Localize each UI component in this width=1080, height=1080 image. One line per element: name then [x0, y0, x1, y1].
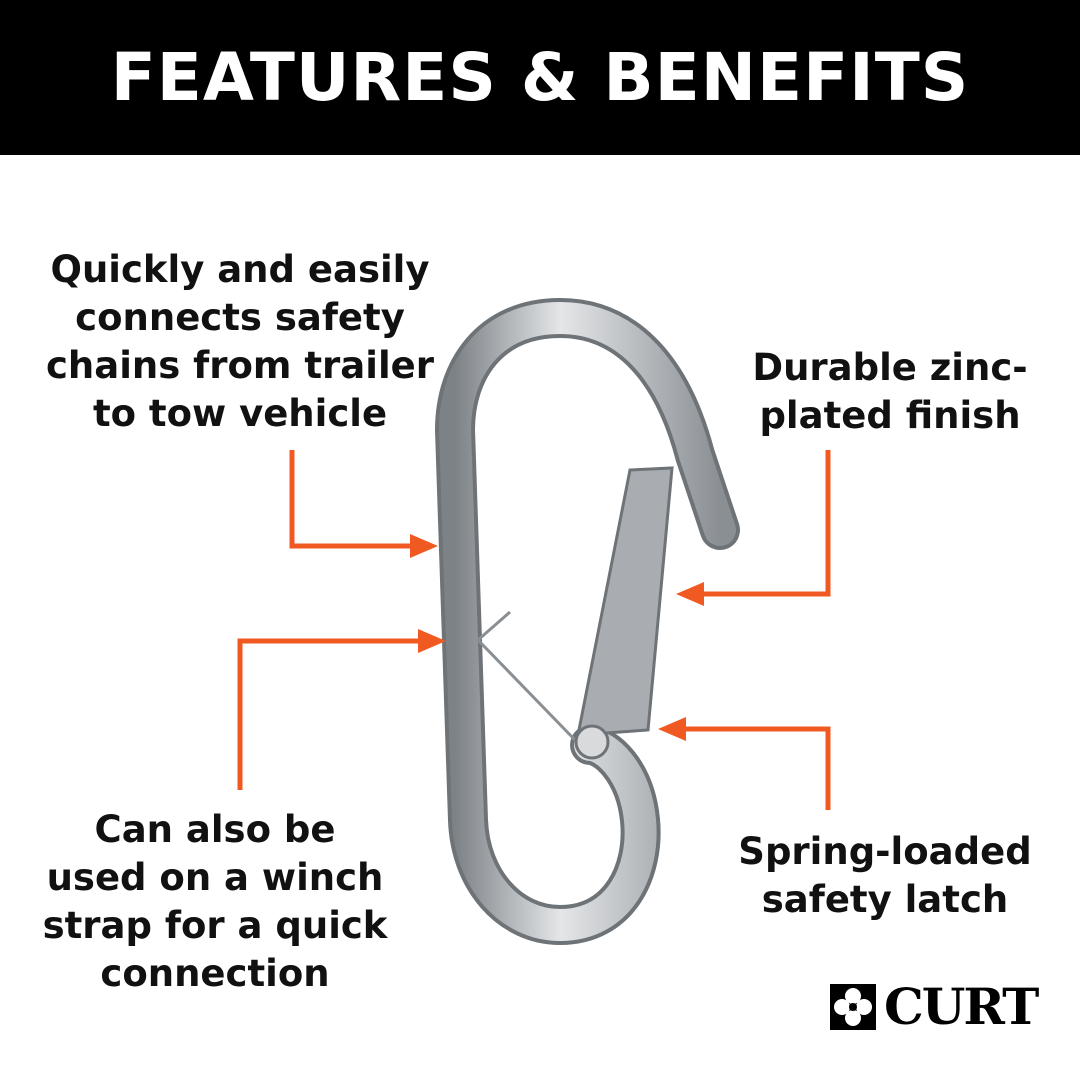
callout-line: connection [100, 952, 330, 995]
callout-safety-latch: Spring-loaded safety latch [735, 828, 1035, 924]
arrow-top-left [289, 450, 415, 549]
callout-line: Quickly and easily [50, 248, 430, 291]
arrow-mid-left [237, 638, 423, 790]
callout-line: Spring-loaded [738, 830, 1032, 873]
curt-emblem-icon [830, 984, 876, 1030]
arrowhead-icon [658, 717, 686, 741]
callout-line: safety latch [761, 878, 1009, 921]
callout-line: plated finish [759, 394, 1021, 437]
latch-rivet [574, 724, 610, 760]
arrowhead-icon [676, 582, 704, 606]
header-banner: FEATURES & BENEFITS [0, 0, 1080, 155]
latch-spring [475, 610, 577, 742]
callout-winch-strap: Can also be used on a winch strap for a … [15, 806, 415, 998]
callout-line: to tow vehicle [92, 392, 388, 435]
arrowhead-icon [418, 629, 446, 653]
callout-line: Durable zinc- [752, 346, 1028, 389]
callout-line: connects safety [75, 296, 405, 339]
curt-logo-text: CURT [884, 977, 1039, 1036]
callout-line: strap for a quick [42, 904, 388, 947]
callout-line: chains from trailer [46, 344, 434, 387]
arrow-bottom-right [682, 726, 831, 810]
s-hook-image [434, 297, 740, 946]
arrow-top-right [700, 450, 831, 597]
callout-line: Can also be [94, 808, 336, 851]
callout-quick-connect: Quickly and easily connects safety chain… [40, 246, 440, 438]
curt-logo: CURT [830, 977, 1039, 1036]
latch-gate [576, 466, 674, 737]
callout-zinc-finish: Durable zinc- plated finish [740, 344, 1040, 440]
page-title: FEATURES & BENEFITS [110, 39, 970, 116]
arrowhead-icon [410, 534, 438, 558]
callout-line: used on a winch [46, 856, 384, 899]
callout-arrows [237, 450, 831, 810]
